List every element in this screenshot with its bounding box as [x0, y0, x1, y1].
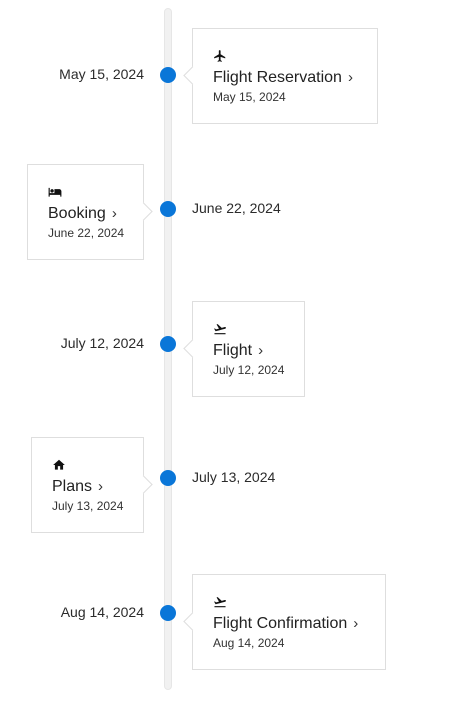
timeline-marker	[160, 201, 176, 217]
card-title: Booking	[48, 205, 106, 222]
card-date: June 22, 2024	[48, 226, 125, 240]
card-pointer	[183, 612, 202, 631]
card-pointer	[134, 202, 153, 221]
timeline-date: Aug 14, 2024	[60, 604, 144, 620]
chevron-right-icon: ›	[347, 69, 353, 86]
card-title: Flight Confirmation	[213, 615, 348, 632]
timeline-card[interactable]: Flight Confirmation › Aug 14, 2024	[183, 574, 386, 670]
card-pointer	[183, 339, 202, 358]
timeline-card[interactable]: Flight › July 12, 2024	[183, 301, 305, 397]
timeline-marker	[160, 67, 176, 83]
card-date: July 13, 2024	[52, 499, 124, 513]
timeline-card[interactable]: Booking › June 22, 2024	[27, 164, 153, 260]
timeline-date: July 12, 2024	[60, 335, 144, 351]
timeline-card[interactable]: Flight Reservation › May 15, 2024	[183, 28, 378, 124]
card-title: Flight Reservation	[213, 69, 342, 86]
card-pointer	[183, 66, 202, 85]
timeline-marker	[160, 336, 176, 352]
card-title: Plans	[52, 478, 93, 495]
chevron-right-icon: ›	[353, 615, 359, 632]
card-pointer	[134, 475, 153, 494]
card-title: Flight	[213, 342, 253, 359]
card-date: May 15, 2024	[213, 90, 286, 104]
card-date: Aug 14, 2024	[213, 636, 285, 650]
timeline-date: July 13, 2024	[192, 469, 276, 485]
card-title-link[interactable]: Booking ›	[48, 205, 117, 223]
timeline-marker	[160, 605, 176, 621]
home-icon	[52, 458, 66, 472]
card-title-link[interactable]: Plans ›	[52, 478, 103, 496]
card-date: July 12, 2024	[213, 363, 285, 377]
chevron-right-icon: ›	[111, 205, 117, 222]
card-title-link[interactable]: Flight ›	[213, 342, 263, 360]
flight-takeoff-icon	[213, 595, 227, 609]
flight-takeoff-icon	[213, 322, 227, 336]
card-title-link[interactable]: Flight Confirmation ›	[213, 615, 358, 633]
card-title-link[interactable]: Flight Reservation ›	[213, 69, 353, 87]
timeline-marker	[160, 470, 176, 486]
hotel-bed-icon	[48, 185, 62, 199]
timeline-card[interactable]: Plans › July 13, 2024	[31, 437, 153, 533]
timeline-date: May 15, 2024	[59, 66, 144, 82]
airplane-icon	[213, 49, 227, 63]
chevron-right-icon: ›	[98, 478, 104, 495]
chevron-right-icon: ›	[258, 342, 264, 359]
timeline-date: June 22, 2024	[192, 200, 281, 216]
